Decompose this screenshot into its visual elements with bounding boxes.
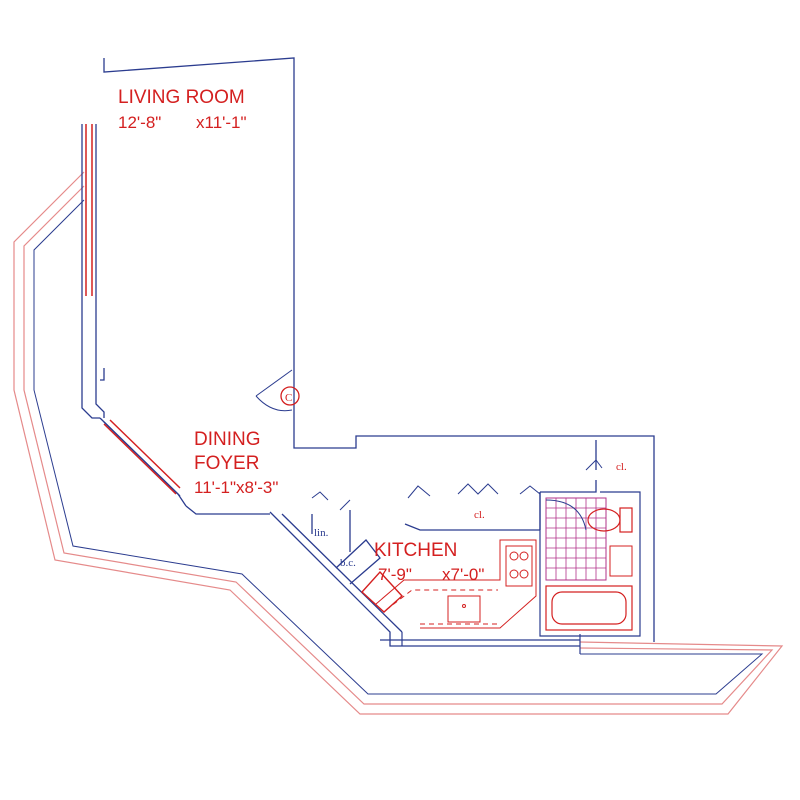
- living-room-dim-width: x11'-1": [196, 113, 247, 132]
- column-symbol: [280, 386, 300, 406]
- stove-burners: [509, 551, 529, 579]
- living-room-window: [85, 124, 93, 296]
- bathtub: [545, 585, 633, 631]
- broom-closet-label: b.c.: [340, 557, 356, 569]
- linen-closet-label: lin.: [314, 527, 329, 539]
- dining-foyer-name-line1: DINING: [194, 429, 261, 450]
- kitchen-dim-length: 7'-9": [378, 565, 412, 584]
- kitchen-dim-width: x7'-0": [442, 565, 484, 584]
- kitchen-sink: [447, 595, 481, 623]
- refrigerator: [361, 570, 403, 613]
- terrace-outline: [13, 171, 784, 715]
- closet-label-corridor: cl.: [474, 509, 485, 521]
- bottom-wall: [380, 632, 581, 654]
- closet-doors: [311, 459, 603, 511]
- dining-foyer-name-line2: FOYER: [194, 453, 259, 474]
- diagonal-window: [103, 419, 181, 495]
- kitchen-name: KITCHEN: [374, 540, 457, 561]
- living-room-dim-length: 12'-8": [118, 113, 161, 132]
- living-door-swing: [255, 369, 293, 412]
- living-room-name: LIVING ROOM: [118, 87, 245, 108]
- column-symbol-mark: C: [285, 392, 292, 404]
- toilet: [587, 507, 633, 533]
- vanity: [609, 545, 633, 577]
- living-room-walls: [81, 57, 655, 642]
- dining-foyer-dims: 11'-1"x8'-3": [194, 478, 278, 497]
- closet-label-right: cl.: [616, 461, 627, 473]
- bathroom: [539, 491, 641, 637]
